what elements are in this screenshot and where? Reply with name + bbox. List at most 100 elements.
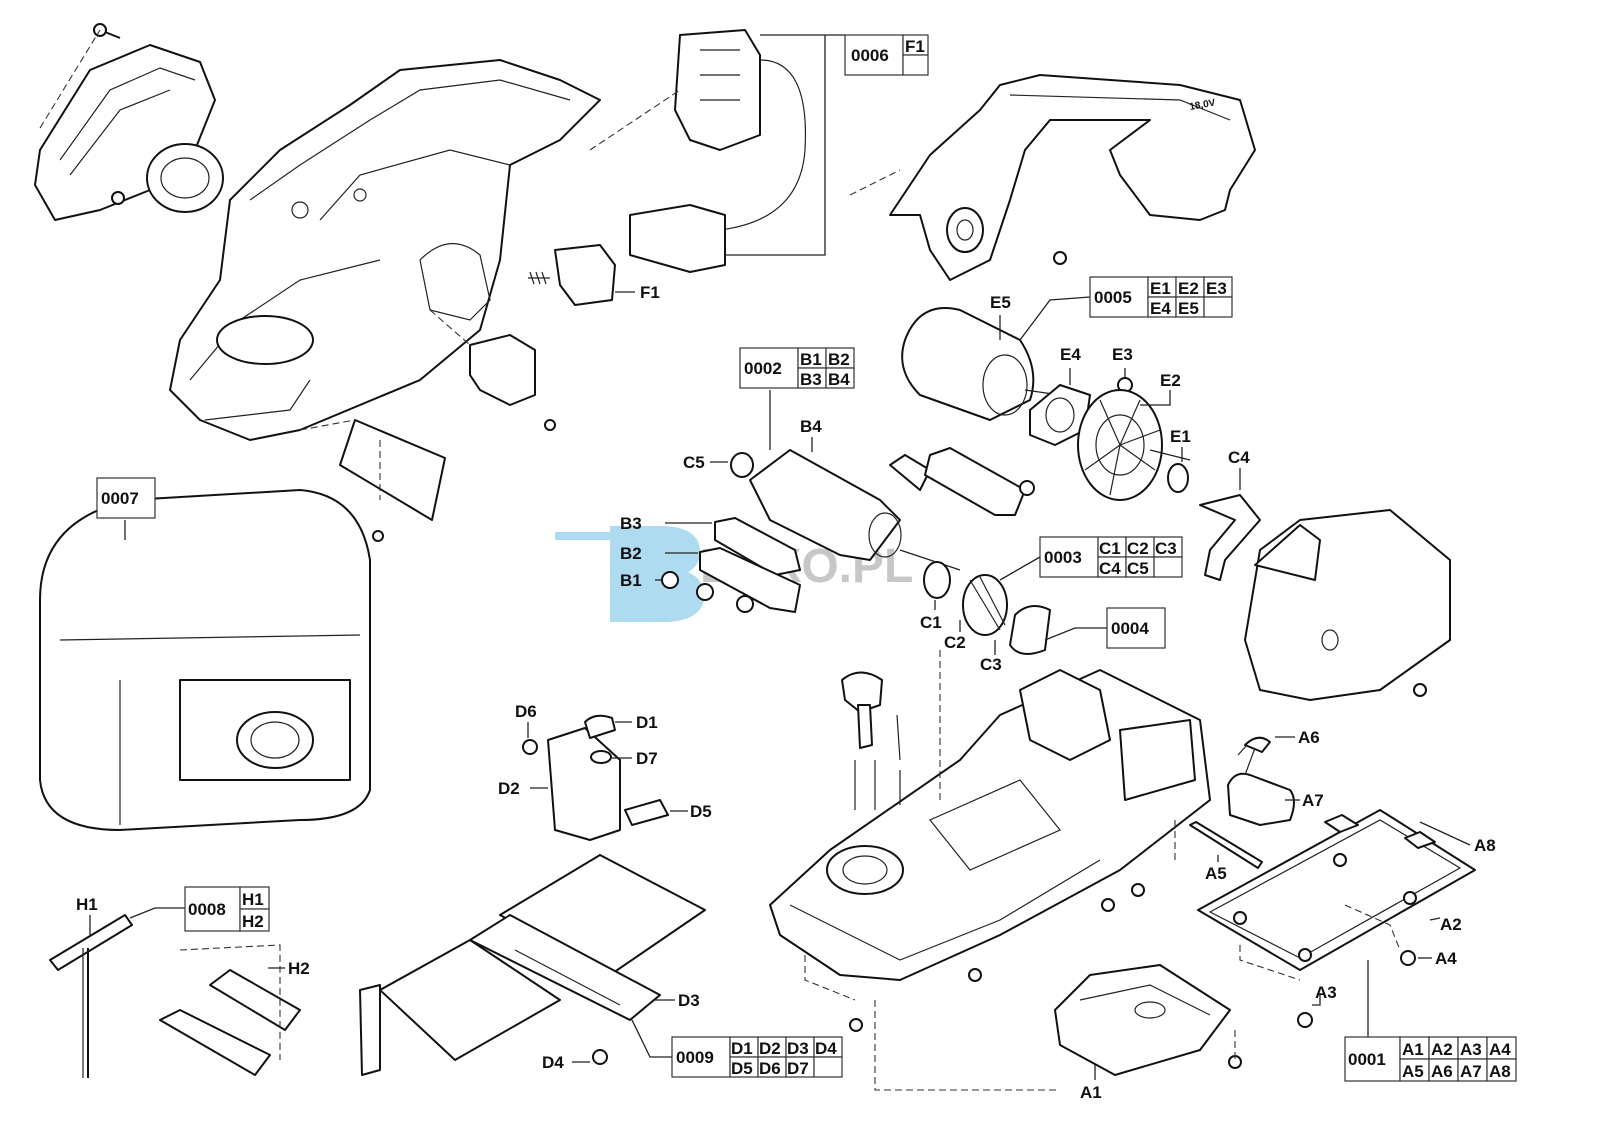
svg-text:E5: E5 xyxy=(1178,299,1199,318)
kit-0004: 0004 xyxy=(1044,607,1166,649)
svg-text:B2: B2 xyxy=(828,350,850,369)
cover-plate-part xyxy=(299,419,446,542)
switch-wiring-part xyxy=(589,29,807,273)
svg-text:B1: B1 xyxy=(800,350,822,369)
svg-text:B1: B1 xyxy=(620,571,642,590)
svg-text:0004: 0004 xyxy=(1111,619,1149,638)
svg-text:E4: E4 xyxy=(1060,345,1081,364)
svg-text:A7: A7 xyxy=(1460,1062,1482,1081)
kit-0006: 0006 F1 xyxy=(725,34,929,256)
label-E5: E5 xyxy=(990,293,1011,340)
svg-text:E1: E1 xyxy=(1170,427,1191,446)
svg-text:0005: 0005 xyxy=(1094,288,1132,307)
kit-0007: 0007 xyxy=(96,477,156,540)
svg-text:18,0V: 18,0V xyxy=(1189,98,1217,113)
spring-part xyxy=(1237,736,1271,776)
svg-text:A8: A8 xyxy=(1489,1062,1511,1081)
label-D3: D3 xyxy=(655,991,700,1010)
label-D6: D6 xyxy=(515,702,537,738)
cutter-drum-part xyxy=(749,449,961,571)
kit-0002: 0002 B1 B2 B3 B4 xyxy=(739,347,855,450)
svg-text:A4: A4 xyxy=(1489,1040,1511,1059)
label-D2: D2 xyxy=(498,779,548,798)
depth-knob-part xyxy=(841,671,901,810)
svg-text:0003: 0003 xyxy=(1044,548,1082,567)
svg-text:C5: C5 xyxy=(1127,559,1149,578)
assembly-guides xyxy=(804,650,1401,1091)
svg-text:H2: H2 xyxy=(242,912,264,931)
hex-key-part xyxy=(49,914,133,1078)
svg-text:D6: D6 xyxy=(759,1059,781,1078)
svg-text:D2: D2 xyxy=(498,779,520,798)
label-B2: B2 xyxy=(620,544,698,563)
svg-text:A5: A5 xyxy=(1402,1062,1424,1081)
svg-text:E2: E2 xyxy=(1178,279,1199,298)
label-A1: A1 xyxy=(1080,1065,1102,1102)
label-H2: H2 xyxy=(268,959,310,978)
svg-text:C3: C3 xyxy=(1155,539,1177,558)
svg-text:H1: H1 xyxy=(76,895,98,914)
svg-text:A2: A2 xyxy=(1440,915,1462,934)
label-H1: H1 xyxy=(76,895,185,935)
label-C3: C3 xyxy=(980,640,1002,674)
label-E4: E4 xyxy=(1060,345,1081,385)
latch-part xyxy=(429,309,556,431)
svg-text:0001: 0001 xyxy=(1348,1050,1386,1069)
label-E2: E2 xyxy=(1140,371,1181,406)
label-C4: C4 xyxy=(1228,448,1250,490)
svg-text:H1: H1 xyxy=(242,890,264,909)
label-E3: E3 xyxy=(1112,345,1133,393)
svg-text:A6: A6 xyxy=(1431,1062,1453,1081)
svg-text:E1: E1 xyxy=(1150,279,1171,298)
bearing-plate-part xyxy=(1029,384,1091,446)
svg-text:C1: C1 xyxy=(1099,539,1121,558)
side-cover-part xyxy=(34,23,224,221)
svg-text:F1: F1 xyxy=(905,37,925,56)
svg-text:0007: 0007 xyxy=(101,489,139,508)
svg-text:A1: A1 xyxy=(1080,1083,1102,1102)
pin-part xyxy=(1174,820,1263,869)
label-D5: D5 xyxy=(670,802,712,821)
svg-text:D1: D1 xyxy=(731,1039,753,1058)
svg-text:C1: C1 xyxy=(920,613,942,632)
kit-0005: 0005 E1 E2 E3 E4 E5 xyxy=(1019,276,1233,341)
kit-0008: 0008 H1 H2 xyxy=(184,886,270,932)
svg-text:F1: F1 xyxy=(640,283,660,302)
base-plate-part xyxy=(1197,809,1476,971)
svg-text:B4: B4 xyxy=(800,417,822,436)
svg-text:C5: C5 xyxy=(683,453,705,472)
battery-pack-part xyxy=(39,489,371,831)
drive-belt-part xyxy=(1199,494,1261,581)
svg-text:A3: A3 xyxy=(1460,1040,1482,1059)
kit-0009: 0009 D1 D2 D3 D4 D5 D6 D7 xyxy=(631,1019,843,1078)
svg-text:0008: 0008 xyxy=(188,900,226,919)
label-D1: D1 xyxy=(615,713,658,732)
switch-part xyxy=(528,244,616,306)
screws-base xyxy=(849,883,1242,1069)
label-D7: D7 xyxy=(612,749,658,768)
svg-text:E4: E4 xyxy=(1150,299,1171,318)
svg-text:D7: D7 xyxy=(636,749,658,768)
label-E1: E1 xyxy=(1167,427,1191,493)
svg-text:B3: B3 xyxy=(620,514,642,533)
svg-text:D4: D4 xyxy=(815,1039,837,1058)
svg-text:D1: D1 xyxy=(636,713,658,732)
handle-part: 18,0V xyxy=(849,74,1256,281)
svg-text:C3: C3 xyxy=(980,655,1002,674)
svg-text:0009: 0009 xyxy=(676,1048,714,1067)
svg-text:D2: D2 xyxy=(759,1039,781,1058)
svg-text:D7: D7 xyxy=(787,1059,809,1078)
label-D4: D4 xyxy=(542,1053,590,1072)
svg-text:A3: A3 xyxy=(1315,983,1337,1002)
label-C1: C1 xyxy=(920,600,942,632)
svg-text:0002: 0002 xyxy=(744,359,782,378)
label-A6: A6 xyxy=(1275,728,1320,747)
guide-bracket-part xyxy=(522,714,669,841)
pulley-part xyxy=(923,561,1051,655)
svg-text:A1: A1 xyxy=(1402,1040,1424,1059)
svg-text:D4: D4 xyxy=(542,1053,564,1072)
label-B3: B3 xyxy=(620,514,712,533)
label-B4: B4 xyxy=(800,417,822,452)
label-A2: A2 xyxy=(1429,915,1462,934)
